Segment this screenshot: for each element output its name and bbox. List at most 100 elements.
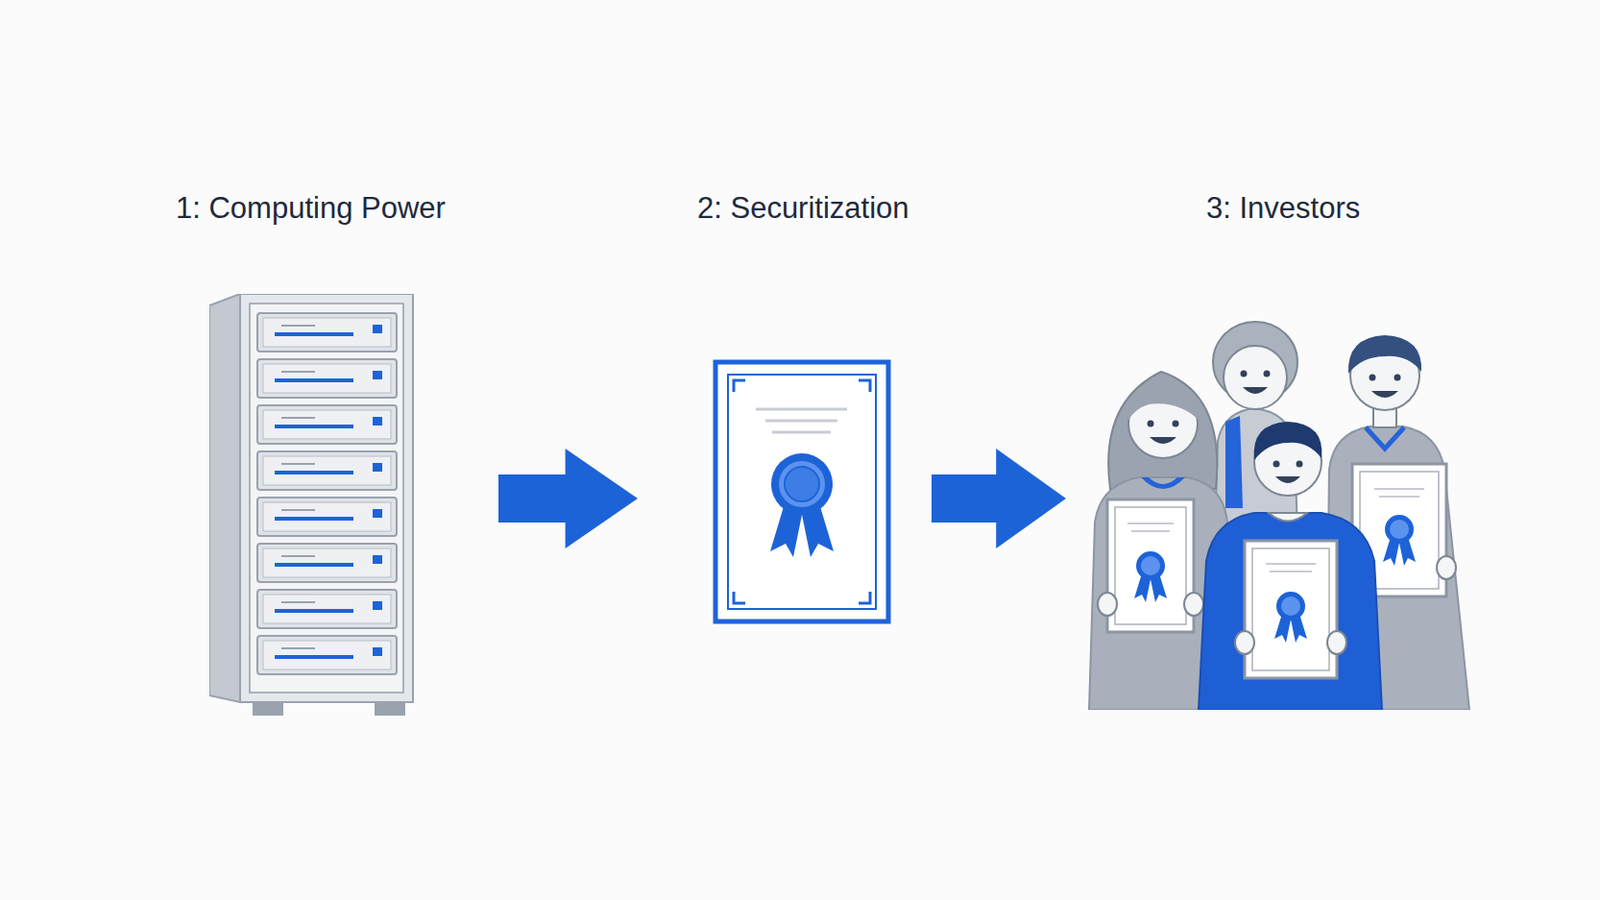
server-drawer-part: [257, 589, 397, 629]
server-drawer-part: [274, 332, 354, 337]
server-drawer-part: [372, 416, 383, 426]
certificate-part: [778, 460, 825, 508]
server-rack: [209, 293, 416, 727]
server-rack-part: [374, 702, 406, 716]
investor-right-part: [1394, 374, 1402, 382]
server-drawer: [257, 543, 397, 582]
investor-front-part: [1198, 512, 1382, 710]
certificate-part: [765, 419, 838, 423]
certificate-part: [771, 453, 833, 515]
stage-node: 1: Computing Power: [163, 182, 499, 730]
investor-certificate: [1097, 499, 1204, 632]
investor-back-center-part: [1225, 415, 1243, 509]
investor-front-part: [1275, 476, 1301, 484]
investor-certificate-part: [1136, 551, 1165, 581]
stage-heading: 2: Securitization: [697, 192, 910, 225]
server-drawer-part: [257, 359, 397, 398]
certificate-part: [733, 380, 871, 604]
investor-certificate-part: [1115, 507, 1187, 625]
server-drawer-part: [274, 470, 354, 475]
server-drawer: [257, 497, 397, 536]
investor-certificate-part: [1252, 548, 1330, 671]
investor-certificate-part: [1389, 519, 1409, 539]
server-drawer-part: [257, 313, 397, 352]
investor-certificate-part: [1281, 596, 1301, 616]
server-drawer-part: [281, 647, 316, 650]
investor-certificate-part: [1265, 562, 1316, 565]
server-drawer-part: [372, 462, 383, 472]
investor-back-center-part: [1223, 345, 1287, 410]
investor-left-part: [1127, 383, 1199, 422]
flow-arrow: [931, 448, 1067, 549]
certificate-part: [715, 362, 889, 622]
server-rack-part: [252, 702, 284, 716]
investor-right-part: [1348, 335, 1422, 374]
server-drawer: [257, 451, 397, 490]
investor-left-part: [1149, 436, 1177, 444]
server-drawer-part: [281, 601, 316, 604]
investor-back-center-part: [1263, 370, 1271, 378]
investor-certificate-part: [1384, 514, 1414, 544]
server-drawer-part: [281, 555, 316, 558]
investor-certificate-part: [1379, 495, 1420, 498]
server-drawer-part: [274, 608, 354, 613]
stage-heading: 1: Computing Power: [175, 192, 446, 225]
investor-front-part: [1273, 460, 1281, 468]
investor-right-part: [1369, 374, 1377, 382]
server-drawer-part: [281, 462, 316, 465]
server-drawer-part: [372, 555, 383, 564]
investor-front-part: [1268, 512, 1308, 522]
server-drawer-part: [281, 324, 316, 327]
server-drawer-part: [263, 410, 391, 439]
investor-front: [1198, 421, 1382, 710]
investor-certificate-part: [1374, 487, 1425, 490]
investor-back-center-part: [1240, 370, 1248, 378]
server-drawer-part: [372, 509, 383, 518]
flow-arrow: [498, 448, 638, 549]
stage-node: 3: Investors: [1066, 182, 1499, 730]
server-drawer-part: [372, 324, 383, 334]
server-drawer-part: [372, 601, 383, 610]
investor-right-part: [1365, 427, 1405, 449]
investor-certificate-part: [1140, 556, 1161, 576]
server-drawer-part: [263, 594, 391, 624]
investor-left-part: [1108, 371, 1217, 489]
server-drawer-part: [263, 640, 391, 670]
certificate: [712, 359, 892, 625]
investor-front-part: [1296, 460, 1304, 468]
server-rack: [209, 293, 413, 716]
investor-left-part: [1140, 477, 1186, 489]
server-drawer-part: [257, 543, 397, 582]
investor-certificate-part: [1244, 540, 1337, 679]
server-drawer: [257, 313, 397, 352]
server-drawer-part: [274, 378, 354, 383]
investor-certificate-part: [1127, 522, 1174, 525]
investor-left-part: [1147, 420, 1155, 428]
investor-certificate-part: [1131, 530, 1170, 533]
server-rack-part: [240, 293, 413, 703]
investor-certificate: [1235, 540, 1347, 679]
investor-certificate-part: [1235, 630, 1255, 655]
server-drawer-part: [274, 654, 354, 659]
server-drawer-part: [281, 416, 316, 419]
investor-left-part: [1172, 420, 1180, 428]
server-drawer: [257, 635, 397, 675]
server-drawer-part: [263, 548, 391, 578]
investor-certificate-part: [1327, 630, 1347, 655]
certificate-part: [755, 408, 848, 412]
server-drawer-part: [263, 502, 391, 532]
server-drawer: [257, 359, 397, 398]
server-drawer-part: [372, 647, 383, 656]
server-drawer-part: [257, 635, 397, 675]
investor-certificate-part: [1436, 556, 1456, 580]
server-drawer-part: [274, 424, 354, 429]
server-drawer-part: [257, 405, 397, 444]
server-drawer-part: [274, 562, 354, 567]
server-rack-part: [249, 303, 404, 693]
investor-certificate-part: [1276, 591, 1306, 621]
server-drawer-part: [257, 451, 397, 490]
server-drawer-part: [263, 317, 391, 347]
certificate: [715, 362, 889, 622]
